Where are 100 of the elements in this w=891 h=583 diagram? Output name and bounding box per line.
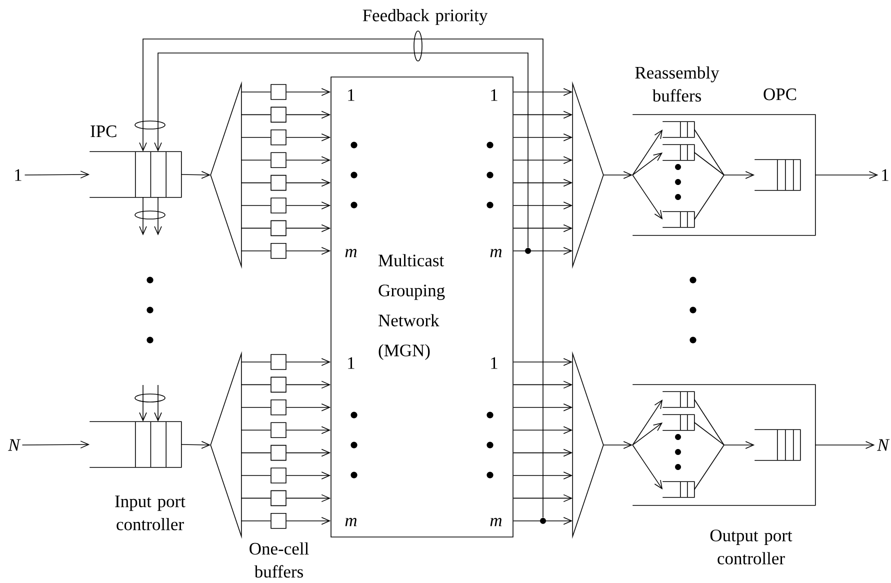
caption-label: Reassembly buffers: [635, 66, 720, 102]
connector-line: [241, 137, 271, 138]
arrow: [286, 358, 331, 366]
arrow: [286, 134, 331, 142]
arrow: [286, 224, 331, 232]
arrow: [632, 130, 663, 176]
arrow: [724, 171, 755, 179]
arrow: [154, 197, 162, 236]
buffer-box: [270, 130, 286, 146]
arrow: [286, 247, 331, 255]
connector-line: [241, 498, 271, 499]
input-queue: Input port controller: [89, 421, 186, 530]
reassembly-queue: [662, 211, 695, 228]
connector-line: [694, 422, 724, 446]
arrow: [154, 384, 162, 422]
arrow: [513, 358, 573, 366]
buffer-box: [270, 106, 286, 123]
port-number: N: [877, 439, 890, 451]
arrow: [24, 170, 90, 178]
arrow: [286, 404, 331, 412]
arrow: [513, 472, 573, 480]
port-number: 1: [491, 357, 498, 369]
arrow: [513, 517, 573, 525]
arrow: [513, 247, 573, 255]
buffer-box: [270, 376, 286, 393]
port-number: 1: [491, 89, 498, 101]
arrow: [513, 448, 573, 457]
arrow: [513, 88, 573, 96]
connector-line: [694, 152, 724, 176]
buffer-box: [270, 400, 286, 416]
arrow: [286, 202, 331, 210]
port-number: 1: [882, 169, 888, 181]
port-number: m: [345, 518, 357, 526]
connector-line: [241, 384, 271, 386]
arrow: [513, 380, 573, 389]
input-queue: IPC: [89, 125, 182, 198]
arrow: [286, 426, 331, 434]
connector-line: [694, 129, 724, 176]
arrow: [286, 380, 331, 389]
connector-line: [694, 444, 724, 490]
arrow: [139, 38, 544, 518]
buffer-box: [270, 243, 286, 259]
connector-line: [241, 407, 271, 408]
connector-line: [241, 452, 271, 454]
connector-line: [241, 228, 271, 229]
arrow: [632, 444, 663, 490]
port-number: m: [345, 248, 357, 258]
connector-line: [241, 250, 271, 252]
arrow: [513, 404, 573, 412]
connector-line: [241, 520, 271, 522]
buffer-box: [270, 198, 286, 214]
output-queue: [754, 159, 801, 191]
buffer-box: [270, 220, 286, 236]
caption-label: Feedback priority: [362, 9, 488, 25]
arrow: [513, 494, 573, 502]
arrow: [286, 472, 331, 480]
buffer-box: [270, 490, 286, 506]
arrow: [154, 52, 528, 248]
output-queue: [754, 429, 801, 461]
arrow: [139, 197, 147, 236]
arrow: [513, 178, 573, 187]
port-number: 1: [348, 357, 354, 369]
arrow: [286, 178, 331, 187]
arrow: [724, 441, 755, 449]
arrow: [632, 422, 663, 446]
arrow: [603, 441, 633, 449]
arrow: [632, 174, 663, 220]
arrow: [286, 88, 331, 96]
port-number: m: [490, 248, 502, 258]
buffer-box: [270, 422, 286, 438]
buffer-box: [270, 84, 286, 100]
arrow: [513, 110, 573, 119]
reassembly-queue: [662, 414, 695, 431]
reassembly-queue: [662, 391, 695, 408]
arrow: [632, 400, 663, 446]
buffer-box: [270, 174, 286, 191]
arrow: [513, 202, 573, 210]
reassembly-queue: [662, 144, 695, 161]
port-number: 1: [15, 169, 22, 181]
arrow: [513, 156, 573, 164]
reassembly-queue: [662, 121, 695, 138]
reassembly-queue: [662, 481, 695, 498]
connector-line: [241, 182, 271, 184]
arrow: [513, 224, 573, 232]
arrow: [22, 440, 90, 448]
port-number: m: [490, 518, 502, 526]
buffer-box: [270, 513, 286, 529]
arrow: [286, 517, 331, 525]
arrow: [513, 426, 573, 434]
connector-line: [694, 399, 724, 446]
connector-line: [241, 114, 271, 116]
connector-line: [694, 174, 724, 220]
arrow: [286, 110, 331, 119]
buffer-box: [270, 354, 286, 370]
arrow: [815, 171, 878, 179]
arrow: [286, 156, 331, 164]
arrow: [139, 384, 147, 422]
caption-label: One-cell buffers: [250, 542, 309, 578]
port-number: 1: [348, 89, 354, 101]
port-controller-box: Output port controller: [632, 384, 816, 564]
